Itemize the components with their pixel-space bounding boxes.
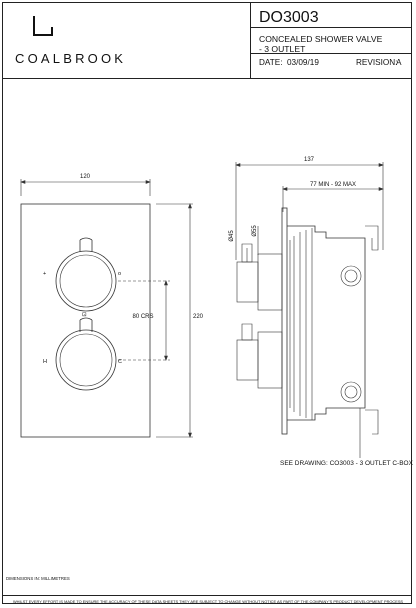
height-dimension-label: 220: [193, 314, 204, 320]
reference-note: SEE DRAWING: CO3003 - 3 OUTLET C-BOX: [280, 460, 414, 467]
upper-knob-base: [257, 253, 283, 311]
lower-port-inner: [344, 385, 358, 399]
upper-lug: [365, 225, 379, 251]
valve-box-body: [287, 225, 366, 421]
date-label: DATE:: [259, 58, 283, 67]
product-description: CONCEALED SHOWER VALVE - 3 OUTLET: [259, 34, 382, 54]
depth-dimension-label: 137: [304, 157, 315, 163]
description-line-2: - 3 OUTLET: [259, 44, 306, 54]
upper-right-mark: o: [118, 271, 121, 277]
revision-label: REVISION:: [356, 58, 398, 67]
lower-knob-base: [257, 331, 283, 389]
upper-handle-inner: [59, 254, 113, 308]
units-note: DIMENSIONS IN: MILLIMETRES: [6, 576, 70, 581]
description-line-1: CONCEALED SHOWER VALVE: [259, 34, 383, 44]
product-code: DO3003: [259, 9, 319, 26]
large-diameter-label: Ø45: [229, 230, 235, 242]
lower-handle-inner: [59, 333, 113, 387]
disclaimer: WHILST EVERY EFFORT IS MADE TO ENSURE TH…: [12, 599, 404, 604]
lower-right-mark: C: [118, 359, 122, 365]
upper-left-mark: +: [43, 271, 46, 277]
footer-divider: [2, 595, 412, 596]
middle-mark: ⊡: [82, 312, 87, 318]
revision-value: A: [396, 58, 402, 67]
lower-knob-body: [236, 339, 259, 381]
lower-lug: [365, 409, 379, 435]
centres-dimension-label: 80 CRS: [132, 314, 153, 320]
upper-knob-lever: [241, 243, 253, 263]
lower-knob-lever: [241, 323, 253, 341]
install-depth-label: 77 MIN - 92 MAX: [310, 182, 356, 188]
drawing-border: [2, 2, 412, 604]
brand-name: COALBROOK: [15, 51, 127, 66]
upper-knob-body: [236, 261, 259, 303]
code-divider: [250, 27, 412, 28]
upper-lever: [79, 237, 93, 252]
small-diameter-label: Ø55: [252, 225, 258, 237]
lower-left-mark: H: [43, 359, 47, 365]
coalbrook-logo-icon: [33, 16, 53, 36]
date-value: 03/09/19: [287, 58, 319, 67]
upper-port-outer: [340, 265, 362, 287]
upper-port-inner: [344, 269, 358, 283]
valve-plate-outline: [20, 203, 151, 438]
title-block-divider: [2, 78, 412, 79]
upper-handle-outer: [55, 250, 117, 312]
description-divider: [250, 53, 412, 54]
title-block-separator: [250, 2, 251, 78]
lower-lever: [79, 317, 93, 332]
width-dimension-label: 120: [80, 174, 91, 180]
lower-handle-outer: [55, 329, 117, 391]
wall-plate: [281, 207, 288, 435]
lower-port-outer: [340, 381, 362, 403]
